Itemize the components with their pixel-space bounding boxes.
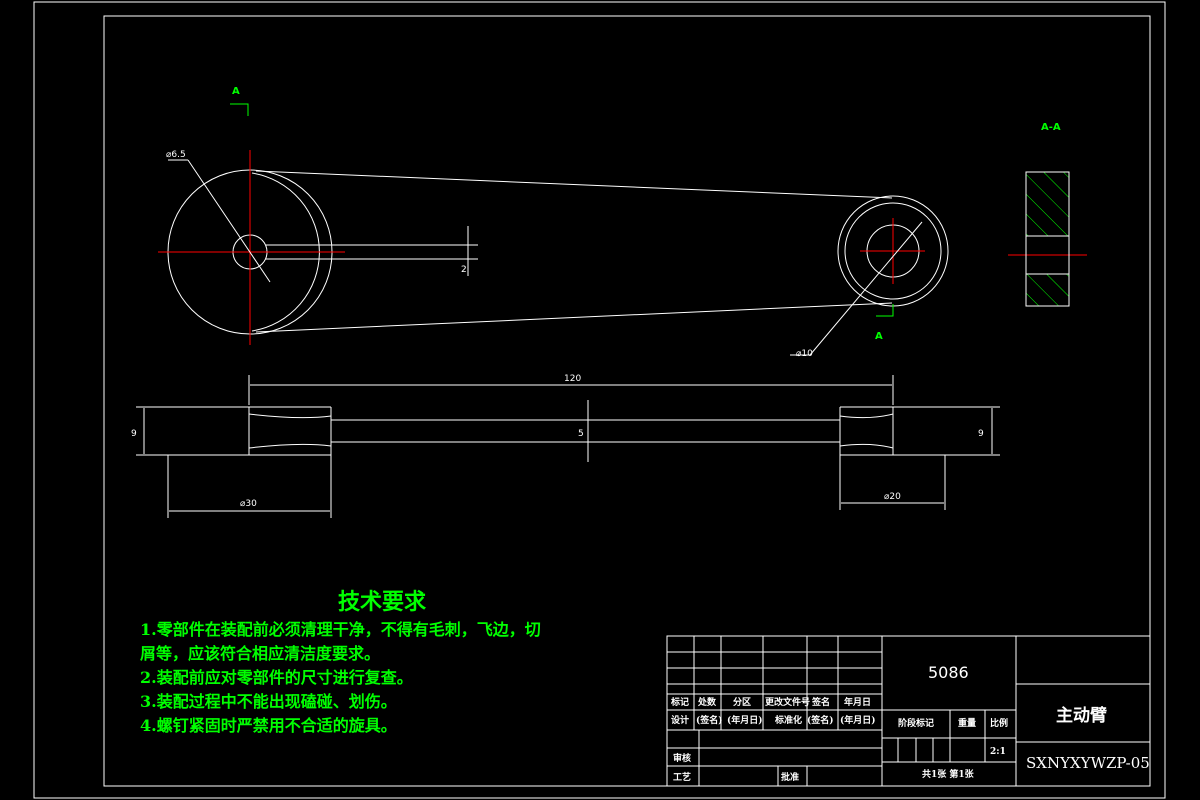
tb-review: 审核 xyxy=(673,752,691,764)
tech-req-item-2: 2.装配前应对零部件的尺寸进行复查。 xyxy=(140,668,413,687)
tb-std-date: (年月日) xyxy=(840,714,876,726)
center-lines-top xyxy=(158,150,1087,345)
tech-req-item-1: 1.零部件在装配前必须清理干净，不得有毛刺，飞边，切 xyxy=(140,620,541,639)
drawing-code: SXNYXYWZP-05 xyxy=(1026,754,1150,772)
leaders-top xyxy=(168,159,923,356)
tech-req-item-4: 4.螺钉紧固时严禁用不合适的旋具。 xyxy=(140,716,397,735)
section-view xyxy=(1025,171,1070,307)
technical-requirements: 技术要求 1.零部件在装配前必须清理干净，不得有毛刺，飞边，切 屑等，应该符合相… xyxy=(140,586,660,738)
tb-count: 处数 xyxy=(697,696,717,708)
title-block-grid xyxy=(666,635,1151,787)
inner-frame xyxy=(103,15,1151,787)
tb-stage: 阶段标记 xyxy=(898,717,934,729)
dim-length-120: 120 xyxy=(564,374,581,384)
tb-design: 设计 xyxy=(671,714,689,726)
tech-req-item-3: 3.装配过程中不能出现磕碰、划伤。 xyxy=(140,692,397,711)
arm-bottom-edge xyxy=(255,302,893,333)
tech-req-item-1-cont: 屑等，应该符合相应清洁度要求。 xyxy=(140,644,381,663)
front-dim-lines xyxy=(136,375,1000,518)
tb-change-doc: 更改文件号 xyxy=(765,696,810,708)
arm-top-edge xyxy=(255,170,893,199)
tech-req-title: 技术要求 xyxy=(338,589,427,615)
dim-phi-20: ⌀20 xyxy=(884,492,901,502)
dim-slot-2: 2 xyxy=(461,265,467,275)
tb-mark: 标记 xyxy=(670,696,689,708)
tb-date: 年月日 xyxy=(844,696,871,708)
dim-phi-30: ⌀30 xyxy=(240,499,257,509)
front-view xyxy=(168,406,945,456)
tb-std-sign: (签名) xyxy=(807,714,834,726)
tb-design-date: (年月日) xyxy=(727,714,763,726)
dim-right-height-9: 9 xyxy=(978,429,984,439)
tb-scale-value: 2:1 xyxy=(990,747,1006,757)
tb-weight: 重量 xyxy=(958,717,976,729)
tb-zone: 分区 xyxy=(733,696,751,708)
dim-neck-5: 5 xyxy=(578,429,584,439)
dim-phi-6-5: ⌀6.5 xyxy=(166,150,186,160)
section-view-label: A-A xyxy=(1041,122,1061,133)
right-boss-inner xyxy=(844,202,942,300)
tb-standardize: 标准化 xyxy=(774,714,802,726)
outer-border xyxy=(33,1,1166,799)
dim-phi-10: ⌀10 xyxy=(796,349,813,359)
tb-approve: 批准 xyxy=(781,771,799,783)
section-mark-a-right: A xyxy=(875,331,883,342)
tb-process: 工艺 xyxy=(673,771,691,783)
dim-left-height-9: 9 xyxy=(131,429,137,439)
section-mark-a-left: A xyxy=(232,86,240,97)
tb-sign: 签名 xyxy=(811,696,830,708)
part-name: 主动臂 xyxy=(1056,705,1107,726)
tb-scale: 比例 xyxy=(990,717,1008,729)
section-arrows xyxy=(230,103,894,317)
tb-sheets: 共1张 第1张 xyxy=(922,768,975,780)
drawing-number-top: 5086 xyxy=(928,663,969,682)
tb-design-sign: (签名) xyxy=(696,714,723,726)
